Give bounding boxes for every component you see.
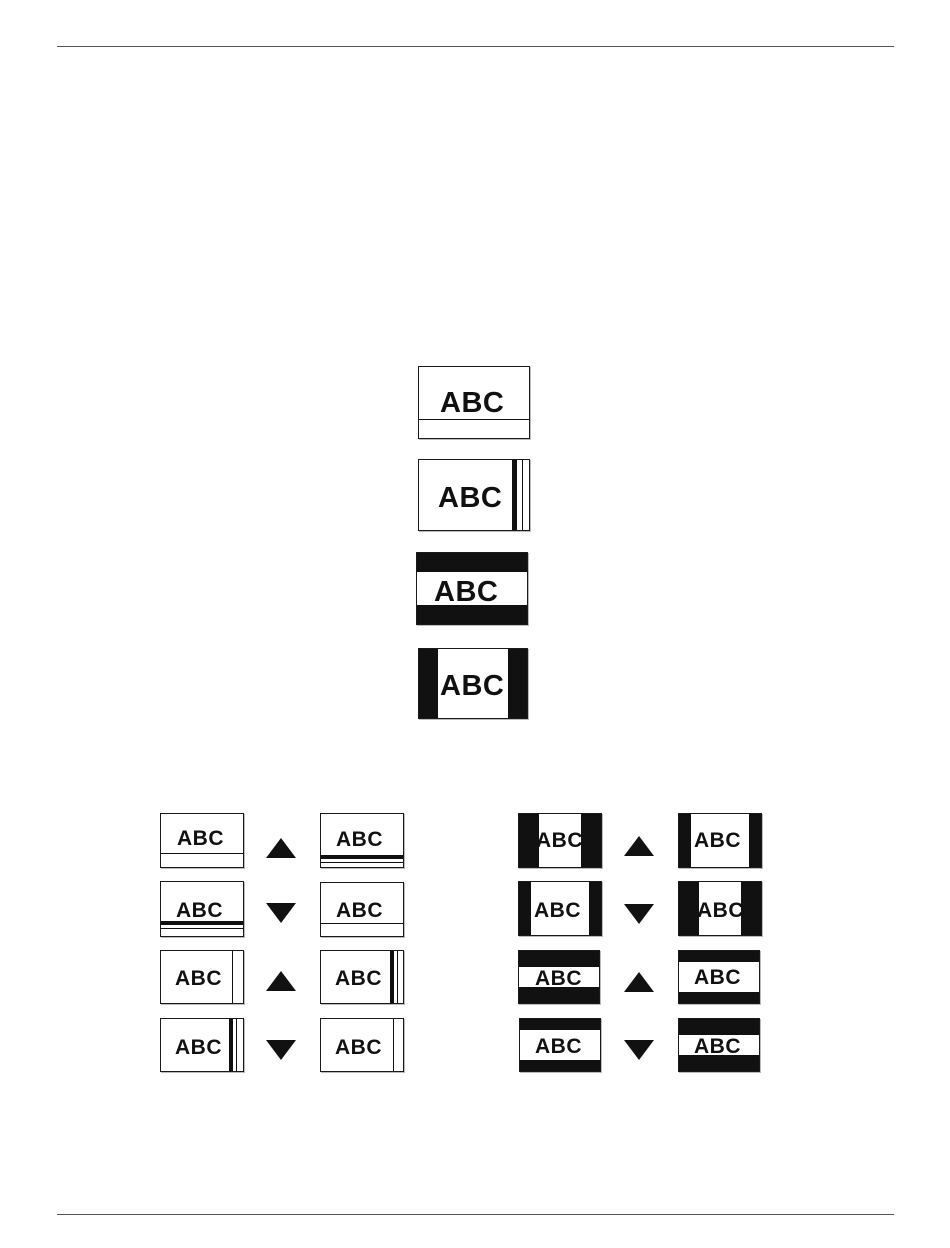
increase-arrow-icon <box>266 971 296 991</box>
icon-label: ABC <box>440 389 504 418</box>
right-border-thin-icon: ABC <box>320 1018 404 1072</box>
bottom-border-thin-icon: ABC <box>320 882 404 937</box>
icon-label: ABC <box>536 830 583 851</box>
header-rule <box>57 46 894 47</box>
icon-label: ABC <box>176 900 223 921</box>
increase-arrow-icon <box>624 836 654 856</box>
letterbox-narrow-icon: ABC <box>518 950 600 1004</box>
icon-label: ABC <box>336 900 383 921</box>
increase-arrow-icon <box>266 838 296 858</box>
bottom-border-icon: ABC <box>418 366 530 439</box>
pillarbox-icon: ABC <box>418 648 528 719</box>
icon-label: ABC <box>440 672 504 701</box>
icon-label: ABC <box>335 1037 382 1058</box>
letterbox-wide-icon: ABC <box>519 1018 601 1072</box>
icon-label: ABC <box>434 578 498 607</box>
letterbox-wide-icon: ABC <box>678 950 760 1004</box>
right-border-icon: ABC <box>418 459 530 531</box>
increase-arrow-icon <box>624 972 654 992</box>
pillarbox-wide-icon: ABC <box>518 881 602 936</box>
letterbox-icon: ABC <box>416 552 528 625</box>
icon-label: ABC <box>535 968 582 989</box>
right-border-thick-icon: ABC <box>160 1018 244 1072</box>
footer-rule <box>57 1214 894 1215</box>
icon-label: ABC <box>336 829 383 850</box>
decrease-arrow-icon <box>624 904 654 924</box>
icon-label: ABC <box>177 828 224 849</box>
pillarbox-wide-icon: ABC <box>678 813 762 868</box>
icon-label: ABC <box>534 900 581 921</box>
letterbox-narrow-icon: ABC <box>678 1018 760 1072</box>
decrease-arrow-icon <box>624 1040 654 1060</box>
icon-label: ABC <box>438 484 502 513</box>
pillarbox-narrow-icon: ABC <box>678 881 762 936</box>
bottom-border-thick-icon: ABC <box>320 813 404 868</box>
decrease-arrow-icon <box>266 1040 296 1060</box>
icon-label: ABC <box>694 967 741 988</box>
pillarbox-narrow-icon: ABC <box>518 813 602 868</box>
icon-label: ABC <box>694 1036 741 1057</box>
bottom-border-thick-icon: ABC <box>160 881 244 937</box>
icon-label: ABC <box>175 1037 222 1058</box>
decrease-arrow-icon <box>266 903 296 923</box>
right-border-thick-icon: ABC <box>320 950 404 1004</box>
icon-label: ABC <box>697 900 744 921</box>
icon-label: ABC <box>175 968 222 989</box>
icon-label: ABC <box>535 1036 582 1057</box>
bottom-border-thin-icon: ABC <box>160 813 244 868</box>
right-border-thin-icon: ABC <box>160 950 244 1004</box>
icon-label: ABC <box>694 830 741 851</box>
icon-label: ABC <box>335 968 382 989</box>
